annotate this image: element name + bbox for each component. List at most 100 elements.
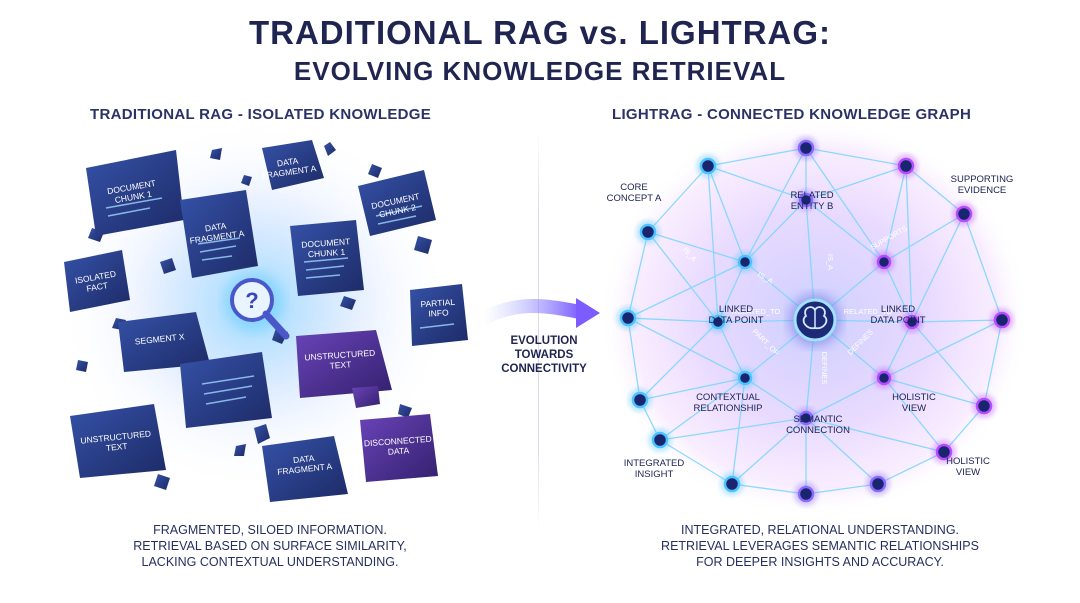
fragment-label-line: DATA: [387, 445, 409, 456]
graph-edge: [731, 483, 807, 495]
fragment-label-line: PARTIAL: [420, 297, 456, 309]
graph-edge: [647, 231, 746, 263]
graph-edge: [647, 165, 709, 233]
graph-edge: [659, 377, 746, 441]
shard: [76, 360, 88, 372]
left-caption: FRAGMENTED, SILOED INFORMATION. RETRIEVA…: [10, 522, 530, 570]
fragment-label: UNSTRUCTUREDTEXT: [304, 348, 376, 373]
graph-edge: [983, 319, 1003, 407]
graph-outer-node: [720, 472, 744, 496]
node-label-line: RELATIONSHIP: [694, 403, 763, 414]
graph-outer-node: [932, 440, 956, 464]
graph-edge: [707, 165, 719, 323]
graph-outer-node: [616, 306, 640, 330]
graph-edge: [707, 147, 807, 167]
fragment-segment-x: [118, 312, 210, 372]
graph-outer-node: [648, 428, 672, 452]
fragment-isolated-fact: [64, 250, 130, 312]
fragment-data-a-middle: [180, 190, 258, 278]
graph-edge: [647, 231, 719, 323]
left-caption-line: LACKING CONTEXTUAL UNDERSTANDING.: [141, 555, 399, 569]
fragment-label-line: DATA: [276, 156, 299, 169]
graph-outer-node: [952, 202, 976, 226]
edge-label: RELATED_TO: [732, 307, 781, 316]
graph-inner-node: [795, 189, 817, 211]
shard: [340, 296, 356, 310]
graph-edge: [731, 417, 807, 485]
graph-edge: [627, 317, 746, 379]
node-label-line: HOLISTIC: [892, 392, 936, 403]
graph-inner-node: [901, 311, 923, 333]
fragment-data-a-bottom: [262, 436, 348, 502]
fragment-label: DOCUMENTCHUNK 1: [301, 236, 351, 259]
fragment-label-line: CHUNK 1: [308, 247, 346, 260]
shard: [414, 236, 432, 254]
node-label-line: INSIGHT: [635, 469, 674, 480]
graph-edge: [883, 319, 1003, 379]
node-label-line: VIEW: [956, 467, 980, 478]
graph-edge: [659, 439, 733, 485]
graph-edge: [911, 213, 965, 323]
graph-outer-node: [794, 136, 818, 160]
left-caption-line: FRAGMENTED, SILOED INFORMATION.: [153, 523, 387, 537]
graph-edge: [905, 165, 913, 323]
graph-edge: [639, 377, 746, 401]
purple-shard-small: [352, 386, 380, 408]
fragment-document-chunk-1-a: [86, 150, 184, 236]
main-title-line-1: TRADITIONAL RAG vs. LIGHTRAG:: [248, 14, 832, 51]
graph-edge: [627, 317, 641, 401]
shard: [254, 424, 270, 444]
main-title-line-2: EVOLVING KNOWLEDGE RETRIEVAL: [293, 56, 787, 86]
graph-edge: [877, 451, 945, 485]
fragment-unstructured-text-left: [70, 404, 166, 478]
node-label-line: EVIDENCE: [958, 185, 1007, 196]
graph-edge: [805, 147, 885, 263]
evolution-label-line: TOWARDS: [514, 349, 574, 361]
node-label-line: RELATED: [790, 190, 833, 201]
graph-edge: [744, 147, 807, 263]
graph-edge: [707, 165, 746, 263]
fragment-label-line: INFO: [428, 307, 449, 318]
graph-edge: [911, 319, 1003, 323]
graph-edge: [707, 165, 807, 201]
graph-outer-node: [894, 154, 918, 178]
node-label-line: HOLISTIC: [946, 456, 990, 467]
graph-edge: [805, 483, 879, 495]
graph-edge: [805, 199, 885, 263]
fragment-label: DISCONNECTEDDATA: [364, 434, 433, 459]
graph-edge: [883, 165, 907, 263]
graph-edge: [639, 321, 719, 401]
fragment-label-line: DISCONNECTED: [364, 434, 433, 449]
shard: [398, 404, 412, 418]
graph-inner-node: [734, 251, 756, 273]
edge-label: IS_A: [826, 254, 835, 270]
graph-edge: [744, 377, 807, 419]
right-caption: INTEGRATED, RELATIONAL UNDERSTANDING. RE…: [560, 522, 1080, 570]
node-label-line: SEMANTIC: [793, 414, 842, 425]
graph-inner-node: [873, 251, 895, 273]
graph-edge: [805, 417, 945, 453]
node-label-line: CONCEPT A: [607, 193, 662, 204]
evolution-label-line: CONNECTIVITY: [501, 363, 587, 375]
graph-inner-node: [734, 367, 756, 389]
graph-edge: [659, 417, 807, 441]
fragment-label-line: FACT: [86, 280, 109, 294]
evolution-label: EVOLUTION TOWARDS CONNECTIVITY: [476, 334, 612, 376]
graph-edge: [805, 165, 907, 201]
graph-outer-node: [636, 220, 660, 244]
fragment-label-line: TEXT: [329, 359, 351, 370]
evolution-arrow: [477, 298, 600, 328]
graph-outer-node: [794, 482, 818, 506]
node-label-line: LINKED: [719, 304, 753, 315]
svg-text:?: ?: [245, 288, 258, 313]
panel-divider: [538, 130, 539, 530]
fragment-unstructured-text-right: [296, 330, 392, 398]
right-caption-line: RETRIEVAL LEVERAGES SEMANTIC RELATIONSHI…: [661, 539, 979, 553]
fragment-label-line: DATA: [204, 221, 227, 234]
